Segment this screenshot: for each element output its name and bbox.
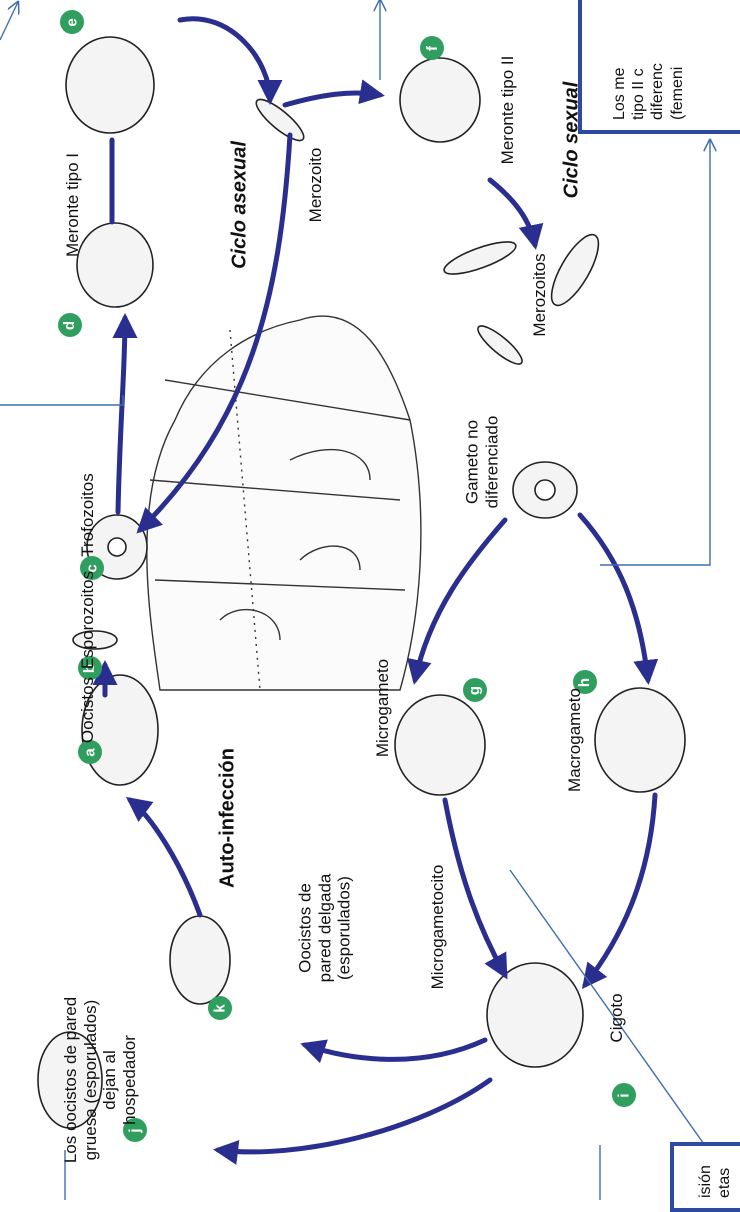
meront1-e-drawing xyxy=(66,37,154,133)
label-oocistos-pared-delgada: Oocistos de pared delgada (esporulados) xyxy=(296,874,355,983)
arrow-f-to-merozoitos xyxy=(490,180,535,245)
label-auto-infeccion: Auto-infección xyxy=(217,748,240,888)
arrow-i-to-k xyxy=(305,1040,485,1059)
arrow-gameto-to-g xyxy=(415,520,505,680)
badge-g: g xyxy=(463,678,487,702)
label-microgameto: Microgameto xyxy=(373,659,393,757)
meront1-d-drawing xyxy=(77,223,153,307)
label-microgametocito: Microgametocito xyxy=(428,865,448,990)
arrow-h-to-i xyxy=(585,795,655,985)
merozoitos-drawing-2 xyxy=(543,228,607,311)
label-cigoto: Cigoto xyxy=(607,993,627,1042)
arrow-e-to-merozoito xyxy=(180,19,270,100)
label-esporozoitos: Esporozoitos xyxy=(78,571,98,669)
badge-d: d xyxy=(58,313,82,337)
label-merozoito: Merozoito xyxy=(306,148,326,223)
label-gameto-no-diferenciado: Gameto no diferenciado xyxy=(462,416,501,509)
badge-f: f xyxy=(420,36,444,60)
badge-i: i xyxy=(612,1083,636,1107)
arrow-k-to-a xyxy=(130,800,200,915)
label-oocistos: Oocistos xyxy=(78,677,98,743)
oocyst-k-drawing xyxy=(170,916,230,1004)
arrow-g-to-i xyxy=(445,800,505,975)
label-trofozoitos: Trofozoitos xyxy=(78,473,98,556)
arrow-gameto-to-h xyxy=(580,515,648,680)
label-meronte-tipo-1: Meronte tipo I xyxy=(63,153,83,257)
label-macrogameto: Macrogameto xyxy=(565,688,585,792)
merozoitos-drawing-1 xyxy=(441,236,519,281)
meront2-f-drawing xyxy=(400,58,480,142)
microgameto-drawing xyxy=(395,695,485,795)
badge-e: e xyxy=(60,10,84,34)
note-box-top-right: Los me tipo II c diferenc (femeni xyxy=(578,0,740,134)
arrow-i-to-j xyxy=(218,1080,490,1152)
label-oocistos-pared-gruesa: Los oocistos de pared gruesa (esporulado… xyxy=(61,997,139,1163)
label-merozoitos: Merozoitos xyxy=(530,253,550,336)
badge-k: k xyxy=(208,996,232,1020)
badge-a: a xyxy=(78,740,102,764)
host-tissue-illustration xyxy=(147,316,421,690)
label-ciclo-asexual: Ciclo asexual xyxy=(229,141,252,269)
arrow-merozoito-to-f xyxy=(285,93,380,105)
arrow-c-to-d xyxy=(118,318,125,512)
cigoto-drawing xyxy=(487,963,583,1067)
note-box-bottom-left: isión etas xyxy=(670,1142,740,1212)
merozoitos-drawing-3 xyxy=(473,321,526,369)
macrogameto-drawing xyxy=(595,688,685,792)
label-meronte-tipo-2: Meronte tipo II xyxy=(498,56,518,165)
